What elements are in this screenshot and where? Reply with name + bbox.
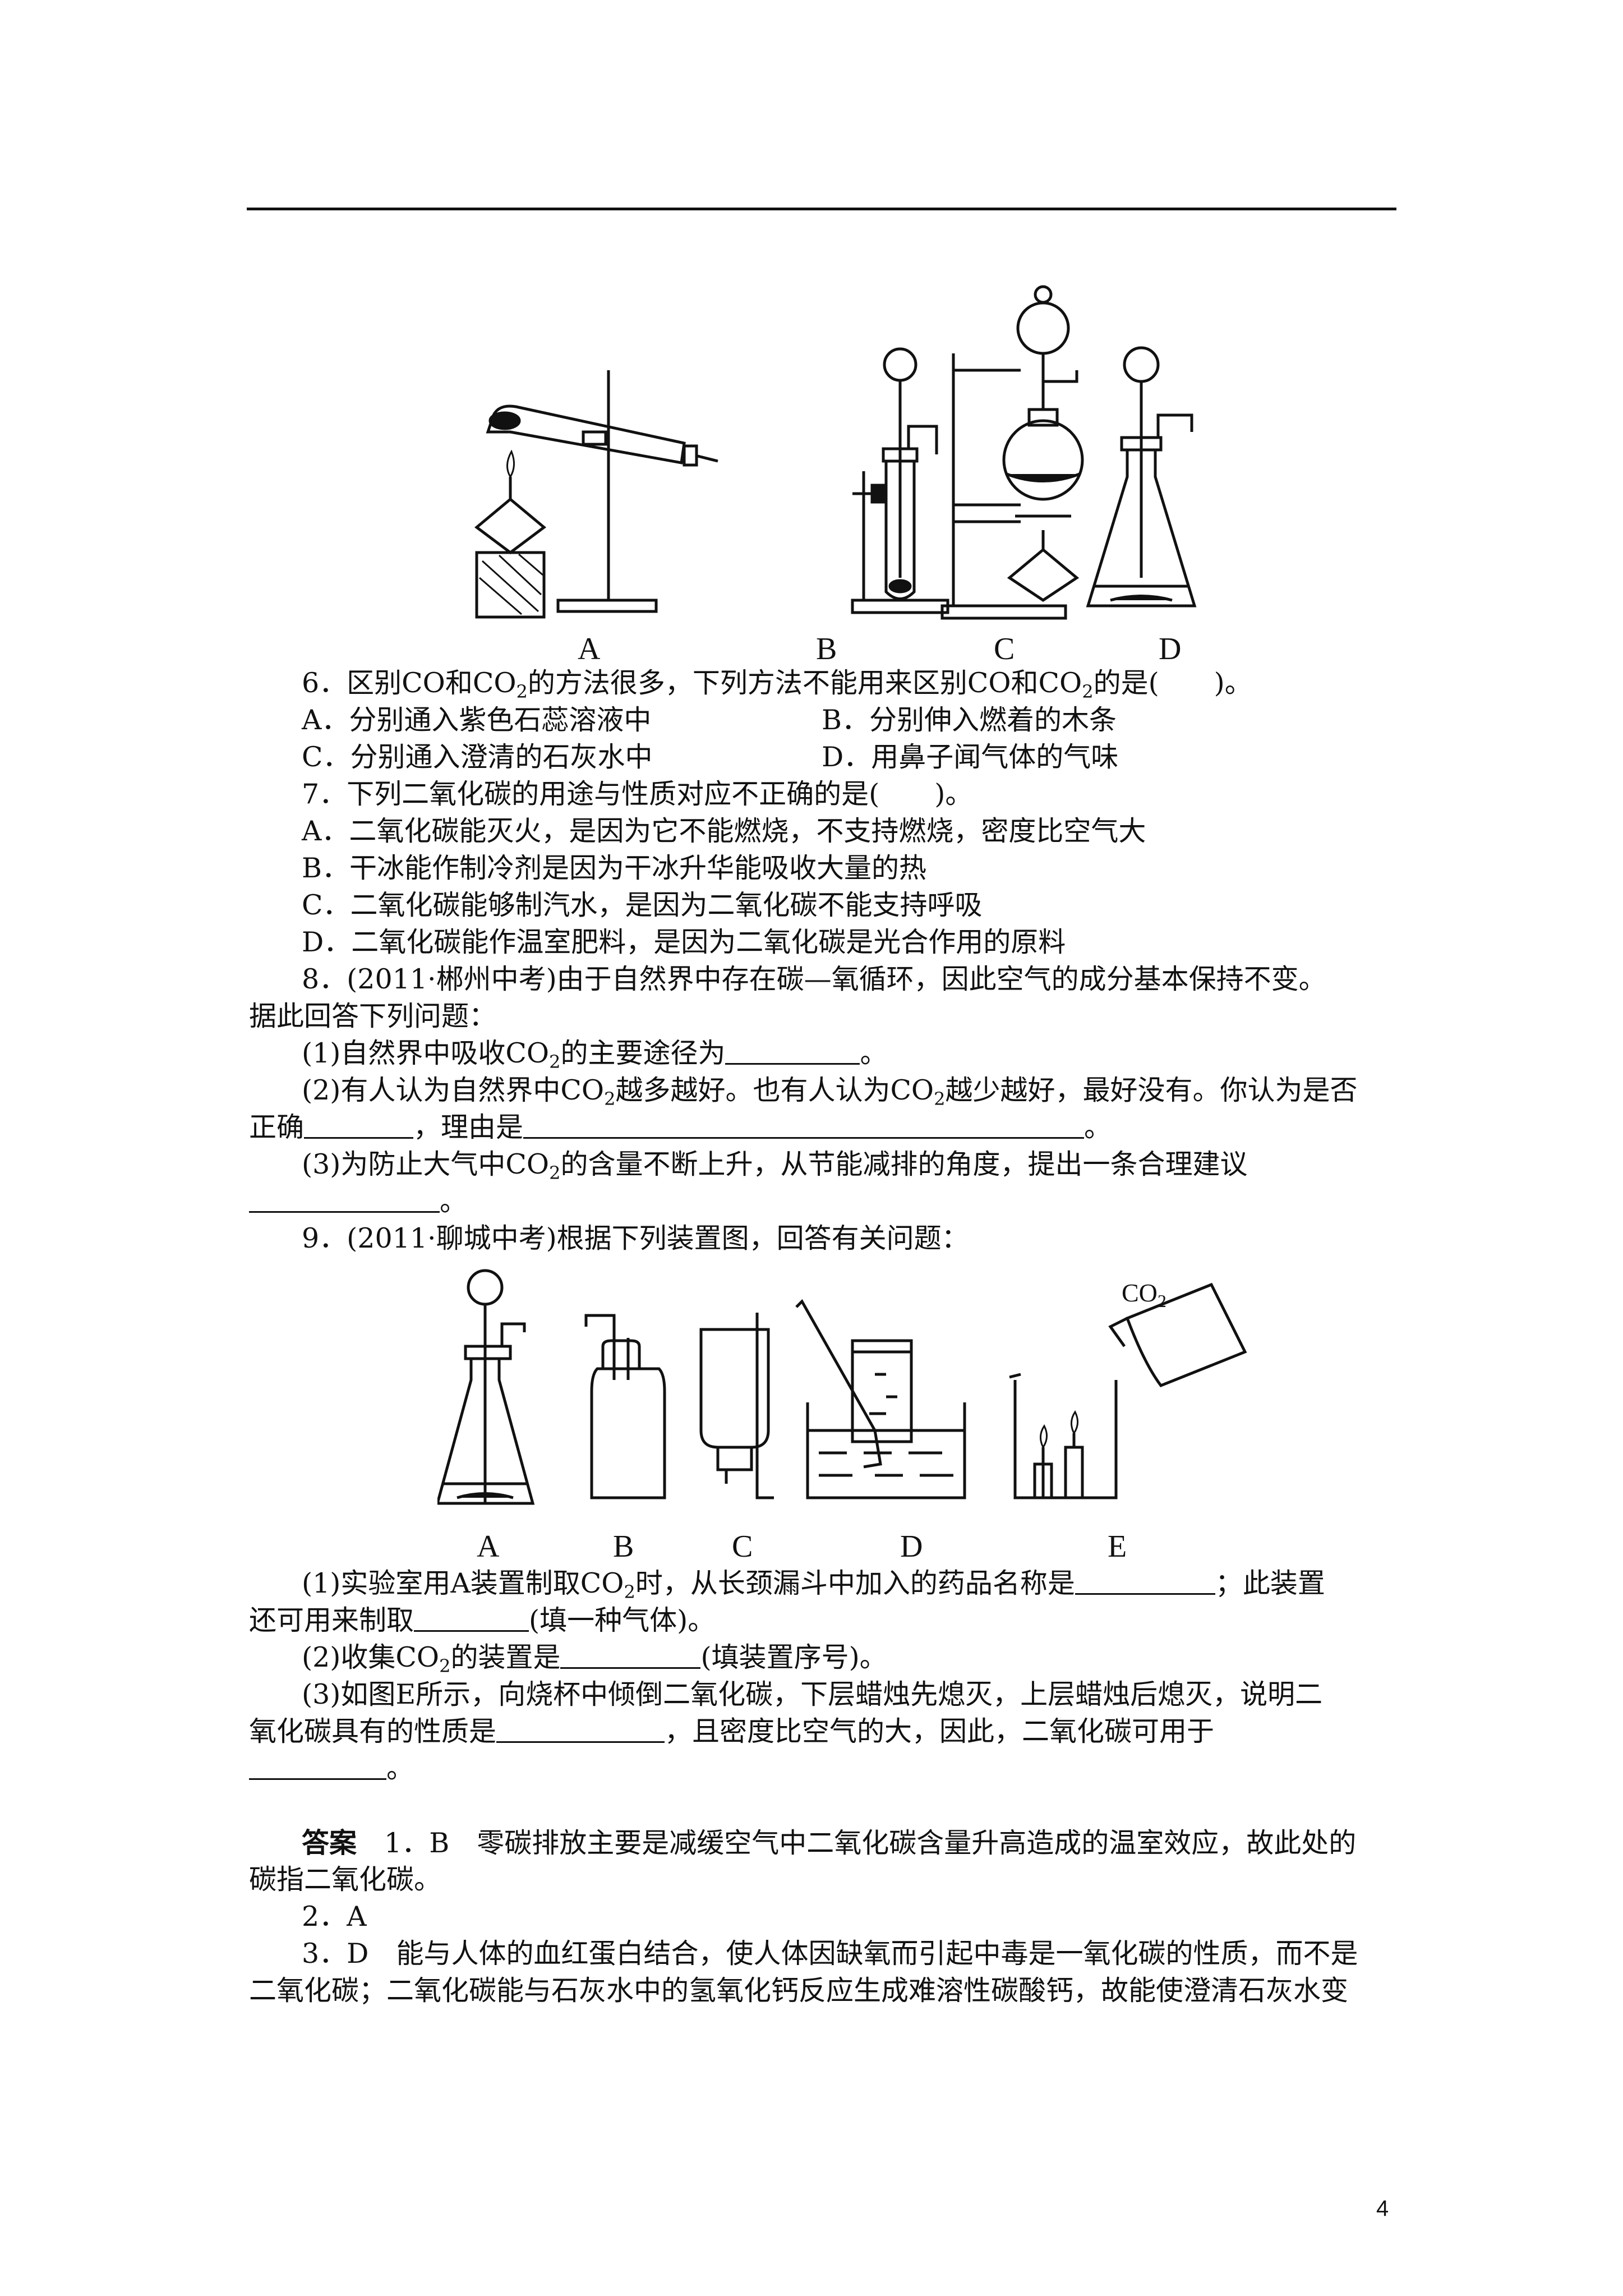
- question-9-part-2: (2)收集CO2的装置是(填装置序号)。: [302, 1641, 887, 1677]
- figure2-label-a: A: [477, 1529, 500, 1564]
- question-8-part-3-cont: 。: [249, 1183, 1399, 1220]
- figure2-label-e: E: [1108, 1529, 1127, 1564]
- page-number: 4: [1376, 2196, 1389, 2221]
- answer-blank[interactable]: [560, 1641, 701, 1669]
- question-9-stem: 9．(2011·聊城中考)根据下列装置图，回答有关问题：: [302, 1222, 969, 1254]
- figure1-label-d: D: [1159, 632, 1182, 666]
- figure2-label-c: C: [732, 1529, 753, 1564]
- question-9-part-3-cont: 氧化碳具有的性质是，且密度比空气的大，因此，二氧化碳可用于: [249, 1715, 1215, 1747]
- question-8-stem: 8．(2011·郴州中考)由于自然界中存在碳—氧循环，因此空气的成分基本保持不变…: [302, 963, 1326, 995]
- answer-blank[interactable]: [523, 1111, 1085, 1139]
- question-8-part-2-cont: 正确，理由是。: [249, 1111, 1112, 1143]
- question-9-part-3: (3)如图E所示，向烧杯中倾倒二氧化碳，下层蜡烛先熄灭，上层蜡烛后熄灭，说明二: [302, 1678, 1323, 1710]
- answer-1: 答案 1．B 零碳排放主要是减缓空气中二氧化碳含量升高造成的温室效应，故此处的: [302, 1826, 1357, 1859]
- answer-blank[interactable]: [725, 1037, 860, 1065]
- header-rule: [247, 208, 1396, 210]
- figure1-label-a: A: [578, 632, 601, 666]
- answer-blank[interactable]: [249, 1185, 440, 1213]
- apparatus-b-drawing: [851, 347, 949, 614]
- figure1-label-b: B: [816, 632, 837, 666]
- apparatus-2e-drawing: [1009, 1282, 1247, 1499]
- answer-blank[interactable]: [1075, 1567, 1215, 1595]
- answer-blank[interactable]: [249, 1752, 386, 1780]
- question-9-part-1: (1)实验室用A装置制取CO2时，从长颈漏斗中加入的药品名称是；此装置: [302, 1567, 1325, 1603]
- question-6-stem: 6．区别CO和CO2的方法很多，下列方法不能用来区别CO和CO2的是( )。: [302, 667, 1252, 702]
- figure2-label-b: B: [613, 1529, 634, 1564]
- figure1-label-c: C: [994, 632, 1015, 666]
- answer-blank[interactable]: [414, 1604, 529, 1632]
- question-7-option-c: C．二氧化碳能够制汽水，是因为二氧化碳不能支持呼吸: [302, 889, 983, 921]
- question-9-part-1-cont: 还可用来制取(填一种气体)。: [249, 1604, 716, 1636]
- question-8-part-2: (2)有人认为自然界中CO2越多越好。也有人认为CO2越少越好，最好没有。你认为…: [302, 1074, 1358, 1110]
- answer-blank[interactable]: [496, 1715, 665, 1743]
- apparatus-2a-drawing: [437, 1269, 535, 1505]
- question-9-part-3-end: 。: [249, 1750, 1399, 1787]
- apparatus-figure-2: [437, 1262, 1267, 1520]
- answer-blank[interactable]: [304, 1111, 414, 1139]
- question-7-option-a: A．二氧化碳能灭火，是因为它不能燃烧，不支持燃烧，密度比空气大: [302, 815, 1146, 847]
- apparatus-2c-drawing: [699, 1313, 774, 1499]
- apparatus-figure-1: [460, 264, 1234, 623]
- answers-heading: 答案: [302, 1826, 357, 1859]
- co2-bottle-label: CO2: [1122, 1278, 1166, 1311]
- question-7-stem: 7．下列二氧化碳的用途与性质对应不正确的是( )。: [302, 778, 973, 810]
- question-6-option-d: D．用鼻子闻气体的气味: [822, 741, 1119, 773]
- answer-1-cont: 碳指二氧化碳。: [249, 1864, 442, 1895]
- apparatus-2b-drawing: [584, 1314, 666, 1499]
- apparatus-2d-drawing: [795, 1299, 966, 1499]
- answer-2: 2．A: [302, 1901, 367, 1932]
- answer-3: 3．D 能与人体的血红蛋白结合，使人体因缺氧而引起中毒是一氧化碳的性质，而不是: [302, 1938, 1358, 1970]
- question-8-part-1: (1)自然界中吸收CO2的主要途径为。: [302, 1037, 888, 1073]
- apparatus-d-drawing: [1086, 346, 1197, 608]
- question-6-option-c: C．分别通入澄清的石灰水中: [302, 741, 653, 773]
- apparatus-a-drawing: [474, 370, 718, 619]
- question-6-option-a: A．分别通入紫色石蕊溶液中: [302, 704, 652, 736]
- question-6-option-b: B．分别伸入燃着的木条: [822, 704, 1117, 736]
- question-8-part-3: (3)为防止大气中CO2的含量不断上升，从节能减排的角度，提出一条合理建议: [302, 1148, 1248, 1184]
- apparatus-c-drawing: [940, 285, 1084, 620]
- question-8-stem-cont: 据此回答下列问题：: [249, 1000, 497, 1032]
- question-7-option-d: D．二氧化碳能作温室肥料，是因为二氧化碳是光合作用的原料: [302, 926, 1066, 958]
- answer-3-cont: 二氧化碳；二氧化碳能与石灰水中的氢氧化钙反应生成难溶性碳酸钙，故能使澄清石灰水变: [249, 1975, 1349, 2007]
- question-7-option-b: B．干冰能作制冷剂是因为干冰升华能吸收大量的热: [302, 852, 927, 884]
- figure2-label-d: D: [900, 1529, 923, 1564]
